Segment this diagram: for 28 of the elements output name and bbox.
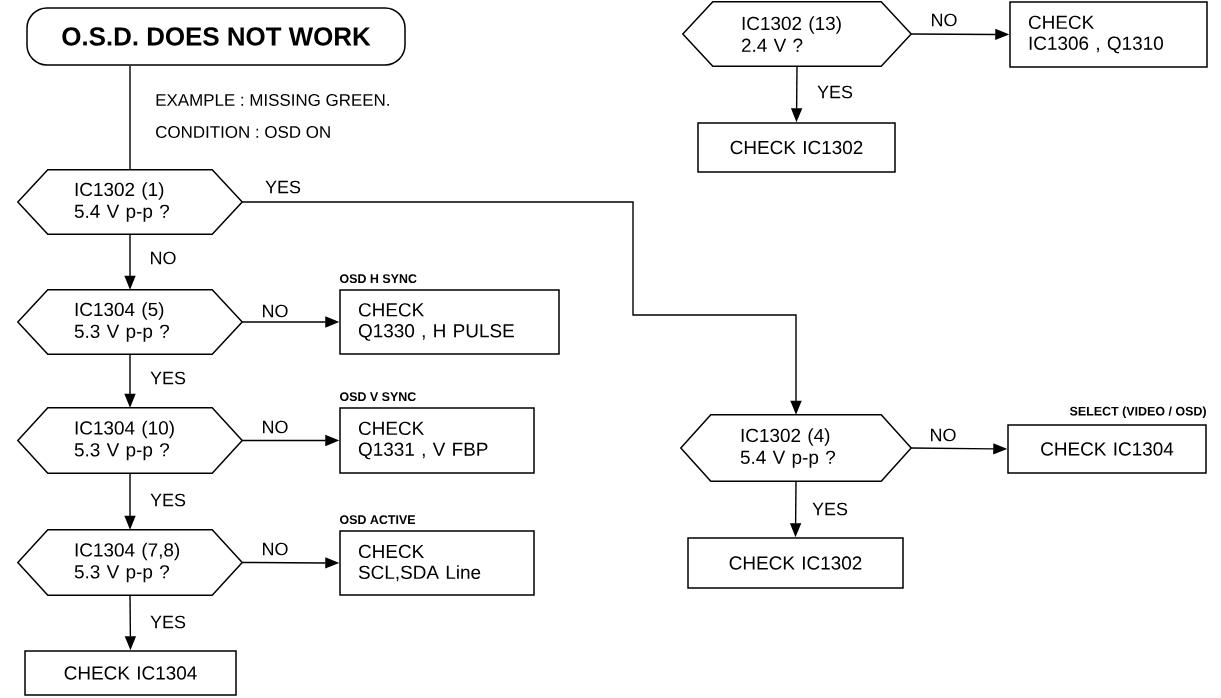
note-text: CONDITION : OSD ON [156, 126, 330, 138]
caption-text: OSD ACTIVE [339, 515, 416, 525]
process-box: CHECK IC1302 [687, 537, 904, 589]
process-box: CHECK IC1302 [697, 122, 896, 173]
caption-text: OSD H SYNC [339, 274, 417, 284]
edge-label: NO [929, 12, 959, 28]
edge-label: YES [149, 370, 187, 386]
edge-label: YES [264, 179, 302, 195]
start-terminal: O.S.D. DOES NOT WORK [26, 7, 406, 66]
edge-label: NO [260, 303, 290, 319]
edge-label: YES [149, 492, 187, 508]
connector-line [129, 65, 131, 171]
edge-label: YES [149, 614, 187, 630]
process-box: CHECK IC1304 [1007, 424, 1207, 474]
edge-label: NO [260, 419, 290, 435]
process-box: CHECK IC1306 , Q1310 [1009, 1, 1208, 68]
edge-label: YES [811, 501, 849, 517]
process-box: CHECK IC1304 [24, 650, 237, 696]
edge-label: YES [816, 84, 854, 100]
caption-text: OSD V SYNC [339, 392, 416, 402]
process-box: CHECK Q1330 , H PULSE [339, 289, 560, 355]
edge-label: NO [260, 541, 290, 557]
note-text: EXAMPLE : MISSING GREEN. [156, 94, 389, 106]
caption-text: SELECT (VIDEO / OSD) [1069, 406, 1206, 419]
process-box: CHECK Q1331 , V FBP [339, 407, 535, 474]
edge-label: NO [928, 427, 958, 443]
process-box: CHECK SCL,SDA Line [339, 530, 535, 596]
edge-label: NO [148, 250, 178, 266]
